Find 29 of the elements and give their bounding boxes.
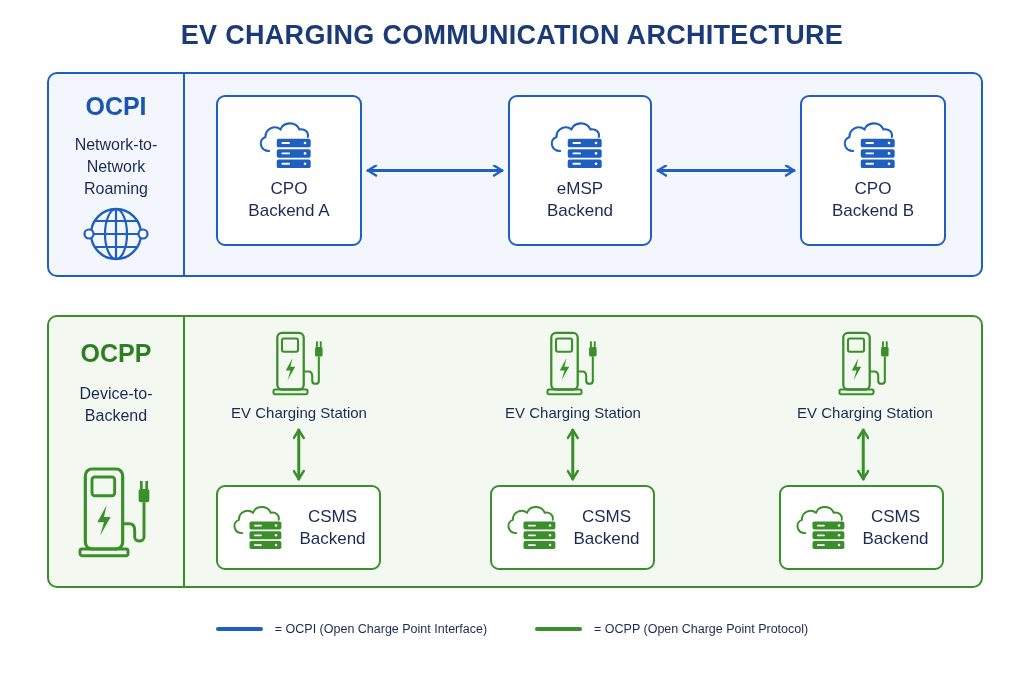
- protocol-band: [47, 315, 983, 588]
- server-box: [216, 95, 362, 246]
- station-label: EV Charging Station: [797, 404, 933, 421]
- double-arrow: [566, 428, 579, 481]
- band-heading: OCPP: [79, 339, 153, 368]
- double-arrow: [292, 428, 305, 481]
- protocol-band: [47, 72, 983, 277]
- server-box: [490, 485, 655, 570]
- double-arrow: [857, 428, 870, 481]
- box-label: CSMS Backend: [861, 505, 930, 550]
- box-label: CPO Backend B: [830, 177, 916, 222]
- station-label: EV Charging Station: [505, 404, 641, 421]
- server-box: [216, 485, 381, 570]
- band-subtitle: Device-to-Backend: [78, 384, 154, 426]
- server-box: [508, 95, 652, 246]
- box-label: CPO Backend A: [247, 177, 331, 222]
- box-label: CSMS Backend: [572, 505, 641, 550]
- legend-label: = OCPI (Open Charge Point Interface): [274, 622, 488, 636]
- diagram-title: EV CHARGING COMMUNICATION ARCHITECTURE: [179, 20, 845, 51]
- server-box: [800, 95, 946, 246]
- band-heading: OCPI: [84, 92, 148, 121]
- station-label: EV Charging Station: [231, 404, 367, 421]
- box-label: eMSP Backend: [545, 177, 615, 222]
- double-arrow: [656, 164, 796, 177]
- legend-label: = OCPP (Open Charge Point Protocol): [594, 622, 809, 636]
- double-arrow: [366, 164, 504, 177]
- box-label: CSMS Backend: [298, 505, 367, 550]
- band-subtitle: Network-to-Network Roaming: [73, 135, 159, 199]
- server-box: [779, 485, 944, 570]
